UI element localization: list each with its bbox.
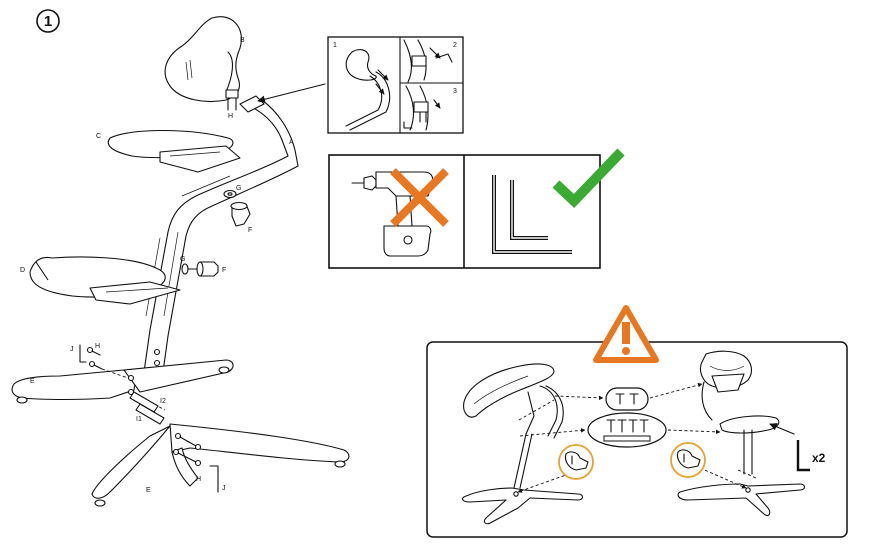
label-d: D [20, 267, 25, 274]
label-h-low: H [196, 476, 201, 483]
label-i2: I2 [160, 398, 166, 405]
headrest-b [164, 16, 265, 113]
allen-key-icon [492, 175, 572, 254]
label-g-lower: G [180, 256, 185, 263]
bolts-upper [79, 344, 166, 411]
multi-bolt-group [587, 412, 667, 448]
callout-right [670, 442, 706, 478]
detail-step-1: 1 [333, 42, 337, 49]
label-e-lower: E [146, 487, 151, 494]
step-badge: 1 [36, 9, 60, 33]
label-h-mid: H [95, 343, 100, 350]
label-c: C [96, 133, 101, 140]
label-j-upper: J [70, 346, 74, 353]
label-j-lower: J [222, 485, 226, 492]
label-h-top: H [228, 113, 233, 120]
base-leg-upper [11, 359, 234, 404]
warning-icon [593, 305, 659, 363]
tool-box [328, 148, 625, 269]
label-f-lower: F [222, 267, 226, 274]
label-b: B [240, 37, 245, 44]
label-g-upper: G [236, 185, 241, 192]
label-i1: I1 [136, 416, 142, 423]
cross-icon [390, 168, 449, 227]
label-f-upper: F [248, 227, 252, 234]
check-icon [552, 148, 625, 209]
chair-right [677, 350, 806, 517]
knob-upper [223, 189, 251, 227]
multiplier-label: x2 [812, 451, 826, 465]
seat-d [29, 256, 181, 305]
base-leg-lower [91, 423, 350, 507]
label-a: A [289, 139, 294, 146]
seat-c [107, 129, 241, 173]
label-e-upper: E [30, 378, 35, 385]
chair-left [461, 363, 584, 525]
detail-step-3: 3 [453, 88, 457, 95]
callout-left [558, 444, 594, 480]
step-number: 1 [44, 13, 52, 30]
detail-box: 1 2 3 [327, 36, 464, 134]
detail-pointer-arrow [257, 83, 326, 104]
allen-key-small-icon [796, 440, 810, 472]
knob-lower [181, 261, 219, 277]
exploded-chair: B A C D E E F F G G H H H J J I1 I2 [11, 16, 350, 507]
connectors-i [129, 391, 165, 425]
warning-panel: x2 [426, 305, 848, 538]
single-bolt-group [605, 387, 649, 411]
detail-step-2: 2 [453, 42, 457, 49]
